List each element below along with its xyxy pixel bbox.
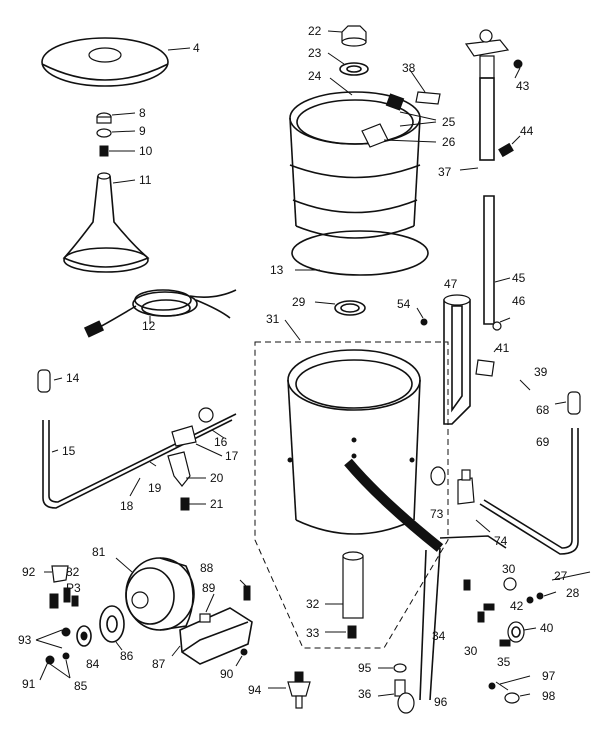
label-41: 41 (496, 341, 510, 355)
part-right-hardware (463, 577, 544, 704)
label-97: 97 (542, 669, 556, 683)
label-98: 98 (542, 689, 556, 703)
label-86: 86 (120, 649, 134, 663)
label-4: 4 (193, 41, 200, 55)
label-96: 96 (434, 695, 448, 709)
label-69: 69 (536, 435, 550, 449)
label-30-top: 30 (502, 562, 516, 576)
part-spin-basket (289, 77, 437, 276)
part-left-hardware (35, 565, 79, 681)
part-ring-29 (314, 300, 366, 316)
label-37: 37 (438, 165, 452, 179)
label-31: 31 (266, 312, 280, 326)
label-89: 89 (202, 581, 216, 595)
label-22: 22 (308, 24, 322, 38)
label-87: 87 (152, 657, 166, 671)
part-actuator-arm (416, 195, 531, 425)
label-33: 33 (306, 626, 320, 640)
label-54: 54 (397, 297, 411, 311)
label-21: 21 (210, 497, 224, 511)
label-95: 95 (358, 661, 372, 675)
label-35: 35 (497, 655, 511, 669)
part-outer-tub (254, 319, 449, 649)
label-42: 42 (510, 599, 524, 613)
label-28: 28 (566, 586, 580, 600)
label-29: 29 (292, 295, 306, 309)
part-caster (377, 663, 415, 714)
label-36: 36 (358, 687, 372, 701)
label-44: 44 (520, 124, 534, 138)
label-47: 47 (444, 277, 458, 291)
label-74: 74 (494, 534, 508, 548)
label-88: 88 (200, 561, 214, 575)
label-13: 13 (270, 263, 284, 277)
label-P3: P3 (66, 581, 81, 595)
label-84: 84 (86, 657, 100, 671)
leader-lines (499, 571, 591, 697)
label-32: 32 (306, 597, 320, 611)
label-68: 68 (536, 403, 550, 417)
label-25: 25 (442, 115, 456, 129)
label-15: 15 (62, 444, 76, 458)
label-40: 40 (540, 621, 554, 635)
label-43: 43 (516, 79, 530, 93)
label-9: 9 (139, 124, 146, 138)
part-harness (419, 535, 507, 701)
part-motor-bracket (171, 579, 253, 667)
label-91: 91 (22, 677, 36, 691)
label-14: 14 (66, 371, 80, 385)
label-81: 81 (92, 545, 106, 559)
part-valve-group-right (430, 466, 491, 533)
label-92: 92 (22, 565, 36, 579)
label-8: 8 (139, 106, 146, 120)
label-20: 20 (210, 471, 224, 485)
label-18: 18 (120, 499, 134, 513)
label-11: 11 (139, 173, 152, 187)
label-73: 73 (430, 507, 444, 521)
part-number-labels: 4 8 9 10 11 12 13 14 15 16 17 18 19 20 2… (18, 24, 580, 709)
part-valve-group-left (129, 407, 225, 511)
part-motor (115, 557, 195, 631)
part-post-32 (325, 551, 364, 639)
part-hose-69 (479, 391, 581, 555)
part-leveler-94 (268, 671, 311, 709)
label-38: 38 (402, 61, 416, 75)
label-23: 23 (308, 46, 322, 60)
part-cap-stack (96, 112, 136, 157)
part-top-nut (327, 25, 369, 76)
label-45: 45 (512, 271, 526, 285)
label-46: 46 (512, 294, 526, 308)
label-94: 94 (248, 683, 262, 697)
label-24: 24 (308, 69, 322, 83)
label-90: 90 (220, 667, 234, 681)
part-lid (41, 37, 191, 87)
label-85: 85 (74, 679, 88, 693)
part-agitator (62, 172, 150, 273)
part-pulleys (76, 605, 125, 651)
label-39: 39 (534, 365, 548, 379)
label-93: 93 (18, 633, 32, 647)
label-82: 82 (66, 565, 80, 579)
label-34: 34 (432, 629, 446, 643)
part-shaft-assembly (409, 29, 523, 171)
label-17: 17 (225, 449, 239, 463)
label-26: 26 (442, 135, 456, 149)
label-16-left: 16 (214, 435, 228, 449)
part-cord (83, 289, 237, 338)
label-30-bottom: 30 (464, 644, 478, 658)
label-10: 10 (139, 144, 153, 158)
label-19: 19 (148, 481, 162, 495)
label-27: 27 (554, 569, 568, 583)
part-hose-15 (37, 369, 237, 509)
label-12: 12 (142, 319, 156, 333)
